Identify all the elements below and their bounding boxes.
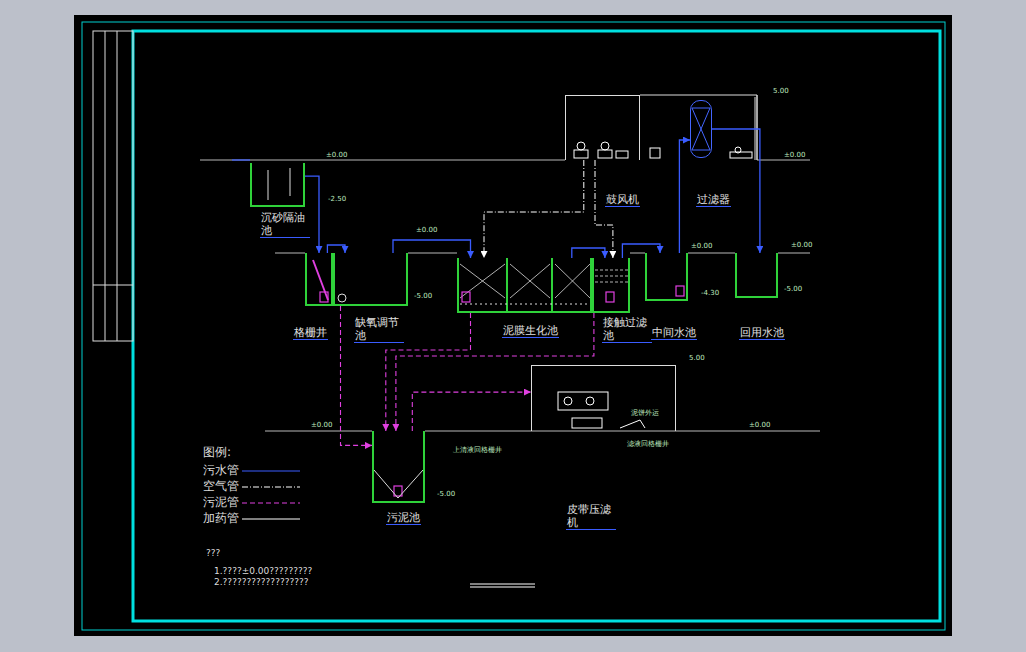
unit-label: 回用水池 [739, 326, 785, 340]
elevation-note: 泥饼外运 [630, 409, 660, 417]
unit-label: 鼓风机 [605, 193, 640, 207]
pump-symbol [462, 292, 470, 302]
inflow-pipe [232, 159, 250, 160]
unit-label: 格栅井 [293, 326, 328, 340]
press-symbol [572, 418, 602, 428]
legend-sample [242, 487, 300, 488]
filter-media [692, 108, 710, 150]
unit-label: 缺氧调节池 [354, 316, 404, 343]
pump-symbol [320, 286, 684, 496]
elevation-note: ±0.00 [415, 226, 438, 234]
air-pipe [595, 160, 613, 258]
sludge-pipe [412, 392, 531, 431]
outer-frame [82, 22, 945, 630]
legend-text: 污泥管 [202, 496, 240, 510]
title-strip-lines [93, 31, 133, 341]
legend-sample [242, 503, 300, 504]
ground-line [200, 160, 820, 431]
tank-box: 回用水池 [735, 253, 778, 298]
note-text: ??? [205, 548, 221, 558]
sheet-ground [74, 15, 952, 636]
blower-symbol [574, 142, 752, 158]
biofilm-media [460, 264, 590, 298]
blower-symbol [574, 150, 588, 158]
elevation-note: -5.00 [413, 292, 433, 300]
press-symbol [558, 392, 608, 410]
unit-label: 污泥池 [386, 511, 421, 525]
elevation-note: 上清液回格栅井 [452, 446, 503, 454]
air-pipe [484, 160, 584, 258]
unit-label: 沉砂隔油池 [260, 211, 310, 238]
unit-label: 接触过滤池 [602, 316, 652, 343]
mixer-symbol [338, 294, 346, 302]
unit-label: 皮带压滤机 [566, 503, 616, 530]
unit-label: 泥膜生化池 [502, 324, 559, 338]
cart-symbol [620, 420, 645, 428]
tank-box: 污泥池 [372, 431, 425, 503]
legend-text: 加药管 [202, 512, 240, 526]
tank-box: 接触过滤池 [592, 258, 630, 313]
unit-label: 过滤器 [696, 193, 731, 207]
tank-divider [507, 258, 552, 313]
title-strip [93, 31, 133, 341]
sewage-pipe [712, 129, 760, 253]
note-text: 图例: [202, 446, 232, 460]
pump-symbol [676, 286, 684, 296]
elevation-note: ±0.00 [325, 151, 348, 159]
elevation-note: ±0.00 [690, 242, 713, 250]
building-box: 皮带压滤机 [531, 365, 676, 431]
tank-box: 中间水池 [645, 253, 688, 301]
sewage-pipe [679, 140, 690, 253]
building-wall [640, 95, 757, 160]
sludge-pipe [396, 313, 594, 431]
inner-frame [133, 31, 940, 621]
elevation-note: -2.50 [327, 195, 347, 203]
blower-symbol [601, 142, 609, 150]
blower-symbol [616, 151, 628, 158]
legend-text: 污水管 [202, 464, 240, 478]
blower-symbol [598, 150, 612, 158]
elevation-note: -5.00 [783, 285, 803, 293]
note-text: 2.?????????????????? [213, 577, 310, 587]
pump-symbol [730, 152, 752, 158]
tank-box: 格栅井 [305, 253, 333, 306]
legend-sample [242, 519, 300, 520]
tank-box: 缺氧调节池 [333, 253, 408, 306]
tank-box: 泥膜生化池 [457, 258, 592, 313]
elevation-note: ±0.00 [783, 151, 806, 159]
elevation-note: ±0.00 [748, 421, 771, 429]
filter-layer [595, 270, 628, 282]
sewage-pipe [327, 245, 345, 253]
press-symbol [586, 397, 594, 405]
elevation-note: -4.30 [700, 289, 720, 297]
building-wall [755, 95, 757, 160]
elevation-note: ±0.00 [790, 241, 813, 249]
sewage-pipe [393, 240, 471, 258]
pump-symbol [320, 292, 328, 302]
pump-symbol [606, 292, 614, 302]
elevation-note: -5.00 [436, 490, 456, 498]
sludge-hopper [374, 470, 423, 498]
blower-symbol [577, 142, 585, 150]
legend-text: 空气管 [202, 480, 240, 494]
elevation-note: 滤液回格栅井 [626, 440, 670, 448]
legend-sample [242, 470, 300, 471]
tank-baffle [268, 168, 290, 200]
tank-box: 沉砂隔油池 [250, 163, 305, 207]
elevation-note: ±0.00 [310, 421, 333, 429]
double-rule [470, 584, 535, 587]
sewage-pipe [572, 248, 605, 258]
building-box: 鼓风机 [565, 95, 640, 160]
elevation-note: 5.00 [772, 87, 790, 95]
pump-symbol [735, 147, 741, 153]
unit-label: 中间水池 [651, 326, 697, 340]
note-text: 1.????±0.00????????? [213, 566, 313, 576]
elevation-note: 5.00 [688, 354, 706, 362]
vessel-box: 过滤器 [690, 100, 712, 158]
sewage-pipe [622, 244, 660, 258]
press-symbol [564, 397, 572, 405]
aerator [460, 304, 590, 305]
dosing-box [650, 148, 660, 158]
